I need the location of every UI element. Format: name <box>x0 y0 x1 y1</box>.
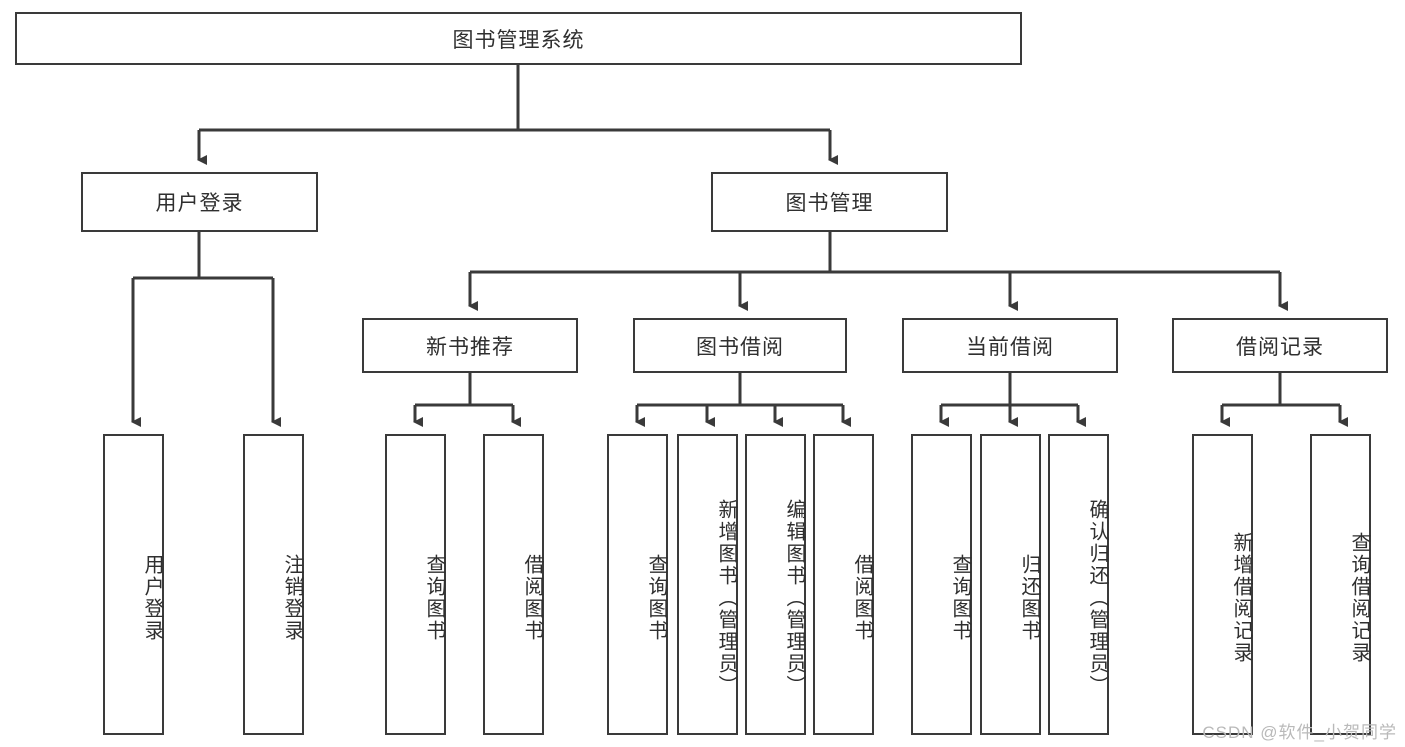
node-current-borrow[interactable]: 当前借阅 <box>902 318 1118 373</box>
node-label: 查询图书 <box>423 553 445 642</box>
leaf-book-borrow-edit[interactable]: 编辑图书（管理员） <box>745 434 806 735</box>
leaf-user-login-login[interactable]: 用户登录 <box>103 434 164 735</box>
node-borrow-record[interactable]: 借阅记录 <box>1172 318 1388 373</box>
leaf-book-borrow-query[interactable]: 查询图书 <box>607 434 668 735</box>
node-label: 编辑图书（管理员） <box>783 498 805 697</box>
node-label: 新书推荐 <box>426 335 514 359</box>
node-user-login[interactable]: 用户登录 <box>81 172 318 232</box>
node-label: 新增借阅记录 <box>1230 531 1252 664</box>
node-label: 确认归还（管理员） <box>1086 498 1108 697</box>
node-label: 借阅图书 <box>851 553 873 642</box>
node-label: 归还图书 <box>1018 553 1040 642</box>
leaf-user-login-logout[interactable]: 注销登录 <box>243 434 304 735</box>
leaf-borrow-record-add[interactable]: 新增借阅记录 <box>1192 434 1253 735</box>
leaf-book-borrow-add[interactable]: 新增图书（管理员） <box>677 434 738 735</box>
node-label: 用户登录 <box>141 553 163 642</box>
leaf-current-borrow-query[interactable]: 查询图书 <box>911 434 972 735</box>
node-label: 借阅图书 <box>521 553 543 642</box>
node-book-borrow[interactable]: 图书借阅 <box>633 318 847 373</box>
leaf-book-borrow-borrow[interactable]: 借阅图书 <box>813 434 874 735</box>
node-label: 注销登录 <box>281 553 303 642</box>
node-label: 用户登录 <box>155 192 244 215</box>
leaf-new-book-borrow[interactable]: 借阅图书 <box>483 434 544 735</box>
node-root-book-management-system[interactable]: 图书管理系统 <box>15 12 1022 65</box>
node-new-book-recommend[interactable]: 新书推荐 <box>362 318 578 373</box>
node-label: 当前借阅 <box>966 335 1054 359</box>
node-label: 图书管理系统 <box>452 28 585 52</box>
node-label: 图书借阅 <box>696 335 784 359</box>
node-book-management[interactable]: 图书管理 <box>711 172 948 232</box>
leaf-current-borrow-confirm-return[interactable]: 确认归还（管理员） <box>1048 434 1109 735</box>
node-label: 查询图书 <box>949 553 971 642</box>
node-label: 新增图书（管理员） <box>715 498 737 697</box>
leaf-current-borrow-return[interactable]: 归还图书 <box>980 434 1041 735</box>
node-label: 查询借阅记录 <box>1348 531 1370 664</box>
leaf-new-book-query[interactable]: 查询图书 <box>385 434 446 735</box>
node-label: 查询图书 <box>645 553 667 642</box>
leaf-borrow-record-query[interactable]: 查询借阅记录 <box>1310 434 1371 735</box>
node-label: 图书管理 <box>785 192 874 215</box>
node-label: 借阅记录 <box>1236 335 1324 359</box>
